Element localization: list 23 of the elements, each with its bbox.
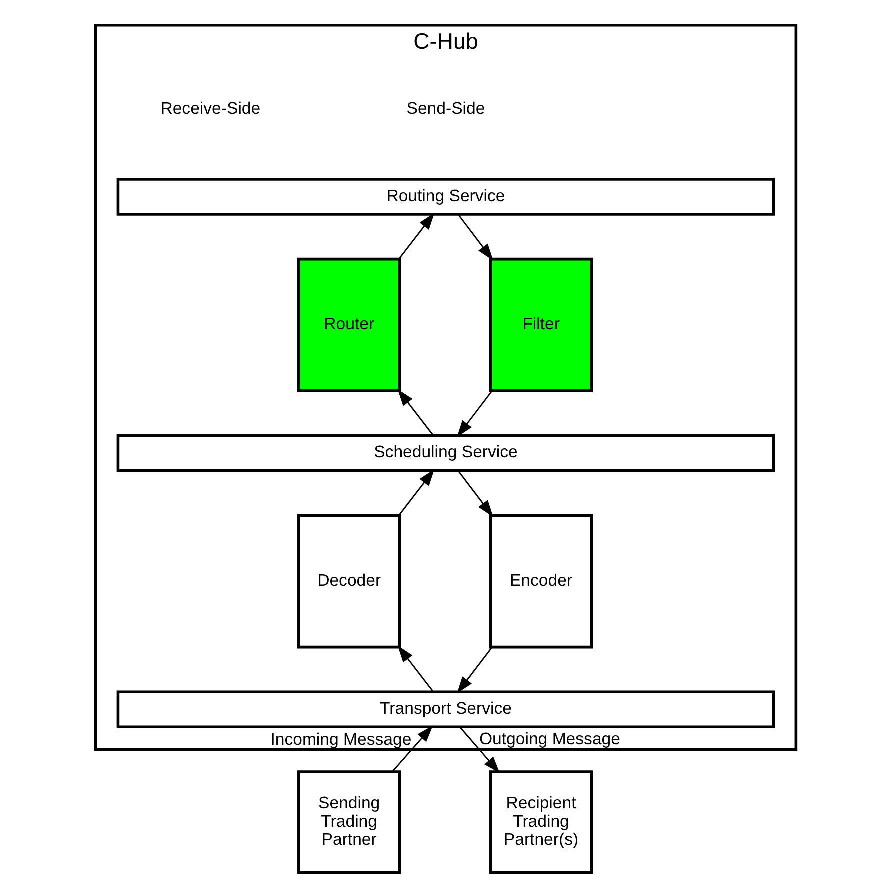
node-box: Decoder bbox=[297, 514, 401, 649]
label: Send-Side bbox=[406, 98, 485, 118]
arrow bbox=[392, 726, 433, 772]
arrow bbox=[459, 726, 500, 774]
label: Receive-Side bbox=[160, 98, 260, 118]
node-box: Transport Service bbox=[116, 690, 775, 729]
node-box: Router bbox=[297, 258, 401, 392]
node-box: Routing Service bbox=[116, 178, 775, 216]
arrow bbox=[398, 469, 434, 516]
arrow bbox=[456, 646, 492, 694]
arrow bbox=[457, 214, 493, 261]
node-box: Scheduling Service bbox=[116, 434, 775, 472]
node-box: Encoder bbox=[488, 514, 593, 649]
arrow bbox=[398, 213, 434, 260]
node-box: Sending Trading Partner bbox=[297, 770, 401, 874]
node-box: Recipient Trading Partner(s) bbox=[488, 770, 593, 874]
arrow bbox=[397, 389, 434, 436]
edge-label: Incoming Message bbox=[270, 730, 412, 750]
arrow bbox=[456, 390, 492, 438]
node-box: Filter bbox=[488, 258, 593, 392]
arrow bbox=[397, 646, 434, 692]
arrow bbox=[457, 470, 493, 518]
edge-label: Outgoing Message bbox=[478, 730, 620, 749]
